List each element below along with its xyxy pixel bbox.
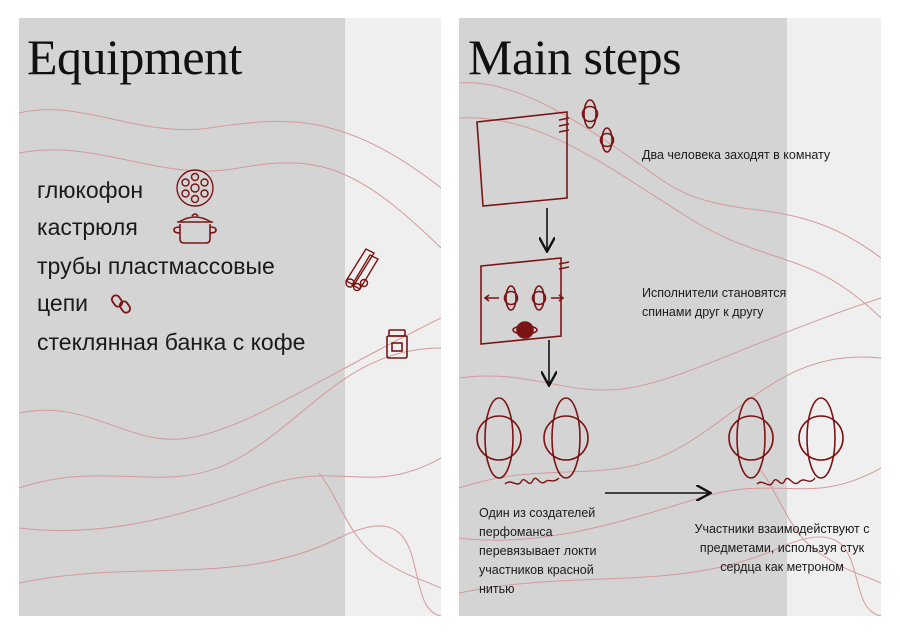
person-figure <box>581 99 615 153</box>
equipment-panel: Equipment глюкофон кастрюля трубы пластм… <box>19 18 441 616</box>
step-4-text: Участники взаимодействуют с предметами, … <box>694 522 870 574</box>
person-figure <box>512 321 538 339</box>
equipment-item-chain: цепи <box>37 290 89 316</box>
pipes-icon <box>344 248 379 291</box>
panel-highlight <box>787 18 881 616</box>
room-frame-1 <box>476 111 570 207</box>
equipment-item-pipes: трубы пластмассовые <box>37 253 275 279</box>
equipment-item-pot: кастрюля <box>37 214 138 240</box>
background-waves <box>459 82 881 616</box>
pot-icon <box>173 213 217 244</box>
jar-icon <box>386 329 408 359</box>
steps-title: Main steps <box>468 29 682 85</box>
steps-diagram <box>476 99 844 616</box>
step-3-text: Один из создателей перфоманса перевязыва… <box>479 506 597 596</box>
equipment-title: Equipment <box>27 29 242 85</box>
background-waves <box>19 109 441 616</box>
step-2-text: Исполнители становятся спинами друг к др… <box>642 286 787 319</box>
person-figure <box>476 397 589 479</box>
steps-panel: Main steps <box>459 18 881 616</box>
person-figure <box>728 397 844 479</box>
equipment-item-jar: стеклянная банка с кофе <box>37 329 306 355</box>
chain-icon <box>111 294 132 314</box>
room-frame-2 <box>480 257 570 345</box>
equipment-item-glucophone: глюкофон <box>37 177 144 203</box>
panel-highlight <box>345 18 441 616</box>
glucophone-icon <box>176 169 214 207</box>
step-1-text: Два человека заходят в комнату <box>642 148 831 162</box>
person-figure <box>483 285 565 311</box>
